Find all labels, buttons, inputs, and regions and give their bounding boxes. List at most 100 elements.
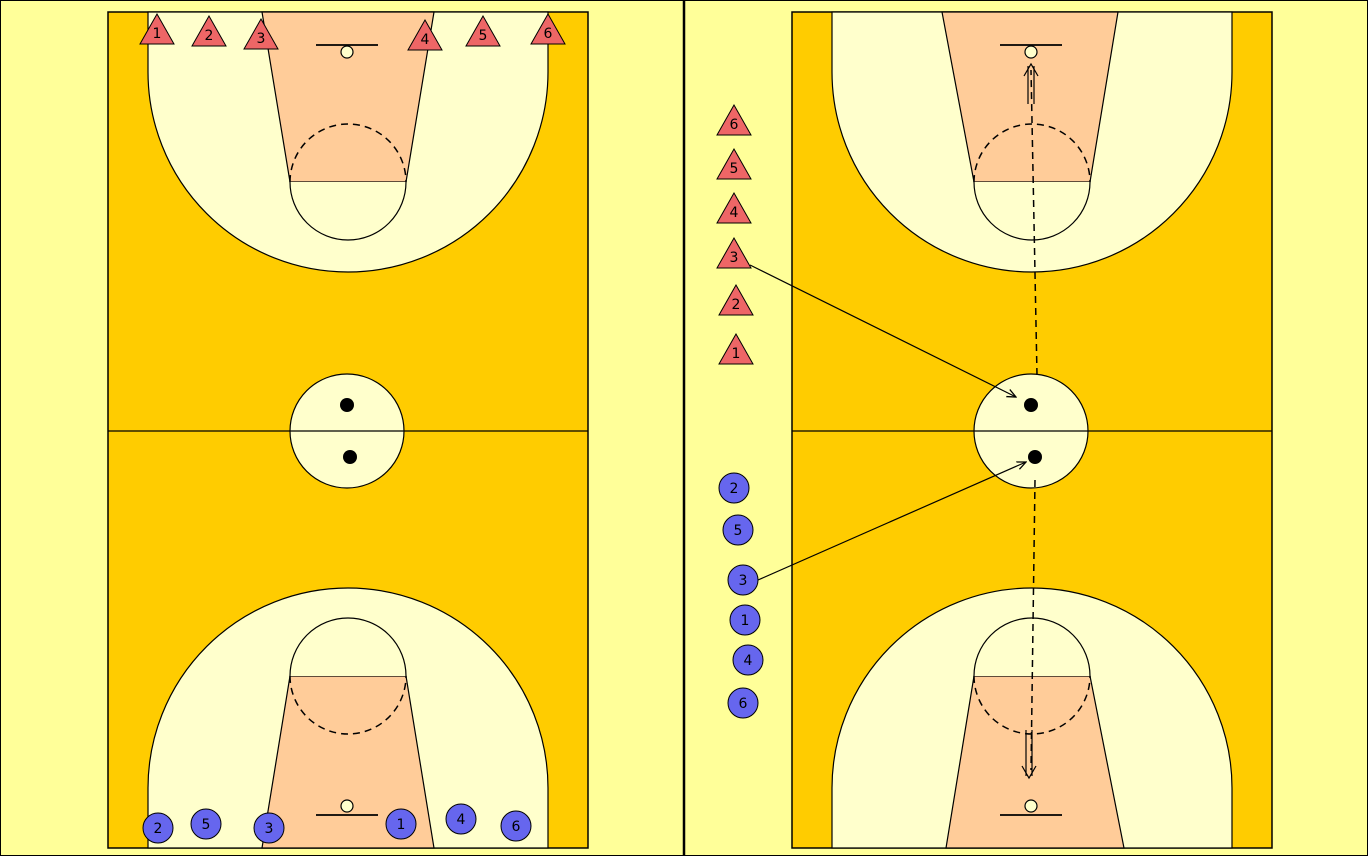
player-number: 4 [457,812,466,828]
red-player-marker: 3 [243,17,279,50]
dribble-path-top [1030,69,1038,376]
player-number: 6 [730,117,739,133]
blue-player-marker: 2 [718,472,750,504]
circle-icon [727,687,759,719]
circle-icon [190,808,222,840]
player-number: 2 [730,481,739,497]
ball [1028,450,1042,464]
blue-player-marker: 6 [500,810,532,842]
cut-path-red-3 [749,264,1016,397]
red-player-marker: 4 [407,18,443,51]
triangle-icon [465,14,501,47]
triangle-icon [243,17,279,50]
player-number: 5 [734,523,743,539]
red-team-row: 1 2 3 4 5 6 [139,12,566,51]
player-number: 1 [741,613,750,629]
free-throw-circle-top-solid [289,181,407,241]
triangle-icon [718,332,754,365]
player-number: 4 [421,32,430,48]
hoop-bottom [340,799,354,813]
cut-path-blue-3 [757,462,1026,581]
ball [1024,398,1038,412]
red-player-marker: 4 [716,191,752,224]
circle-icon [142,812,174,844]
circle-icon [385,808,417,840]
left-court: 1 2 3 4 5 6 2 5 3 1 4 6 [107,11,589,849]
player-number: 1 [153,26,162,42]
ball [343,450,357,464]
circle-icon [500,810,532,842]
double-arrow-up-icon [1023,62,1039,104]
player-number: 3 [730,250,739,266]
red-player-marker: 6 [716,103,752,136]
dribble-path-bottom [1030,479,1036,771]
blue-player-marker: 4 [445,803,477,835]
free-throw-circle-bottom-solid [289,617,407,677]
player-number: 5 [479,28,488,44]
player-number: 3 [739,573,748,589]
player-number: 6 [512,819,521,835]
circle-icon [253,812,285,844]
player-number: 3 [257,31,266,47]
hoop-bottom [1024,799,1038,813]
red-player-marker: 1 [139,12,175,45]
free-throw-circle-bottom-dashed [289,675,407,735]
triangle-icon [716,236,752,269]
red-player-marker: 1 [718,332,754,365]
blue-player-marker: 2 [142,812,174,844]
player-number: 6 [544,26,553,42]
triangle-icon [139,12,175,45]
circle-icon [729,604,761,636]
triangle-icon [716,147,752,180]
player-number: 2 [154,821,163,837]
player-number: 1 [732,346,741,362]
player-number: 3 [265,821,274,837]
blue-team-column: 2 5 3 1 4 6 [718,472,764,719]
hoop-top [340,45,354,59]
circle-icon [732,644,764,676]
lane-top [261,11,435,183]
blue-team-row: 2 5 3 1 4 6 [142,803,532,844]
red-player-marker: 2 [191,14,227,47]
blue-player-marker: 1 [729,604,761,636]
free-throw-circle-top-dashed [289,123,407,183]
triangle-icon [191,14,227,47]
player-number: 4 [730,205,739,221]
circle-icon [445,803,477,835]
double-arrow-down-icon [1021,730,1037,780]
blue-player-marker: 5 [190,808,222,840]
red-team-column: 6 5 4 3 2 1 [716,103,754,365]
blue-player-marker: 1 [385,808,417,840]
free-throw-circle-top-dashed [973,123,1091,183]
red-player-marker: 6 [530,12,566,45]
red-player-marker: 5 [465,14,501,47]
player-number: 1 [397,817,406,833]
ball [340,398,354,412]
player-number: 2 [205,28,214,44]
blue-player-marker: 4 [732,644,764,676]
triangle-icon [407,18,443,51]
hoop-top [1024,45,1038,59]
triangle-icon [716,103,752,136]
circle-icon [718,472,750,504]
blue-player-marker: 6 [727,687,759,719]
circle-icon [727,564,759,596]
free-throw-circle-bottom-solid [973,617,1091,677]
triangle-icon [530,12,566,45]
red-player-marker: 2 [718,283,754,316]
triangle-icon [716,191,752,224]
red-player-marker: 3 [716,236,752,269]
blue-player-marker: 3 [253,812,285,844]
blue-player-marker: 3 [727,564,759,596]
triangle-icon [718,283,754,316]
player-number: 4 [744,653,753,669]
right-court: 6 5 4 3 2 1 2 5 3 1 4 6 [716,11,1273,849]
free-throw-circle-top-solid [973,181,1091,241]
red-player-marker: 5 [716,147,752,180]
player-number: 5 [202,817,211,833]
circle-icon [722,514,754,546]
player-number: 6 [739,696,748,712]
blue-player-marker: 5 [722,514,754,546]
player-number: 5 [730,161,739,177]
